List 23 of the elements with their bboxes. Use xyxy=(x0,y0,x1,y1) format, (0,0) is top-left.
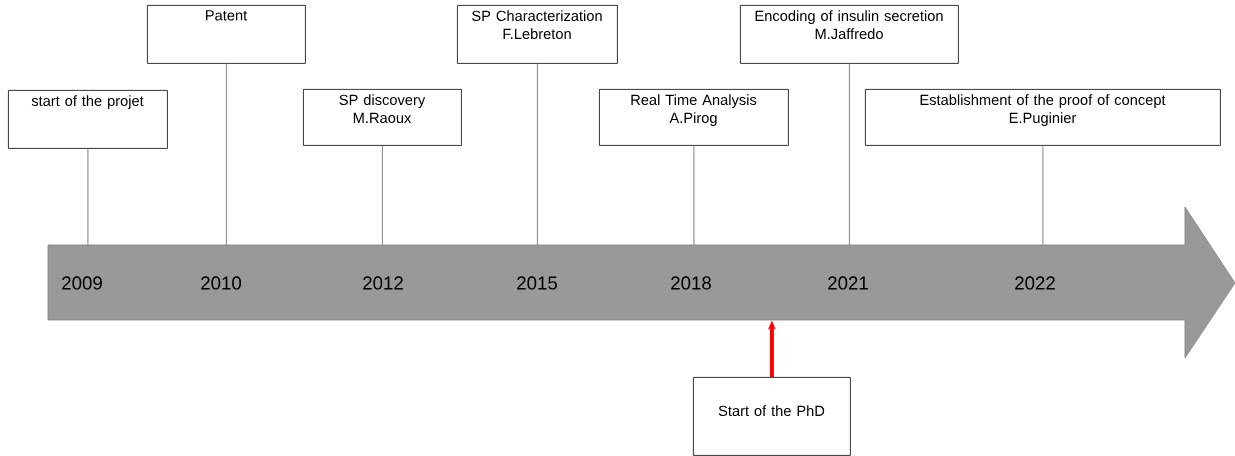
connector-line xyxy=(381,145,383,246)
text-box: Establishment of the proof of concept E.Puginier xyxy=(865,89,1221,146)
timeline-arrow xyxy=(47,206,1235,359)
connector-line xyxy=(536,63,538,246)
connector-line xyxy=(1042,145,1044,246)
year-label: 2018 xyxy=(671,276,711,290)
year-label: 2009 xyxy=(62,276,102,290)
text-box: Encoding of insulin secretion M.Jaffredo xyxy=(740,5,959,64)
text-box: SP discovery M.Raoux xyxy=(303,89,462,146)
text-box: SP Characterization F.Lebreton xyxy=(457,5,618,64)
year-label: 2022 xyxy=(1015,276,1055,290)
year-label: 2012 xyxy=(363,276,403,290)
connector-line xyxy=(87,148,89,246)
text-box: Start of the PhD xyxy=(693,377,851,456)
connector-line xyxy=(848,63,850,246)
connector-line xyxy=(225,63,227,246)
text-box: Patent xyxy=(147,5,306,64)
year-label: 2015 xyxy=(517,276,557,290)
text-box: Real Time Analysis A.Pirog xyxy=(599,89,789,146)
text-box: start of the projet xyxy=(8,90,168,149)
year-label: 2021 xyxy=(828,276,868,290)
year-label: 2010 xyxy=(201,276,242,290)
connector-line xyxy=(693,145,695,246)
